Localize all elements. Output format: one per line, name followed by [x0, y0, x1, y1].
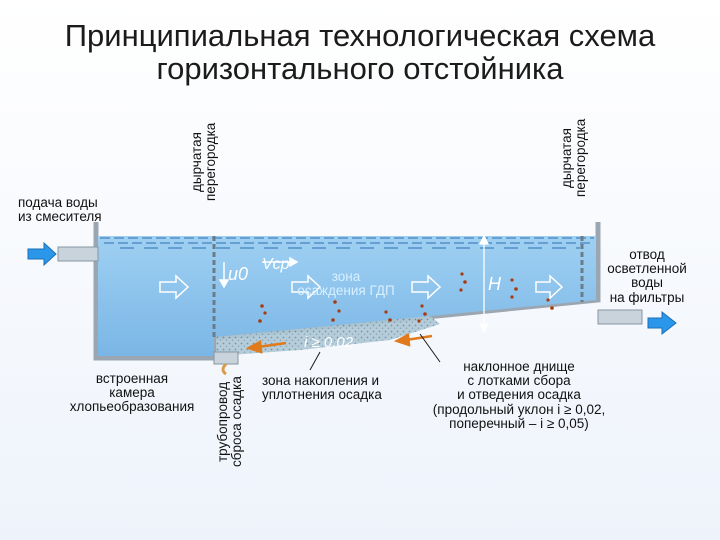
- sludge-drain-pipe-label: трубопровод сброса осадка: [215, 376, 245, 468]
- perforated-partition-left-label: дырчатая перегородка: [189, 122, 219, 202]
- outlet-pipe: [597, 309, 643, 325]
- outlet-label: отвод осветленной воды на фильтры: [607, 247, 687, 305]
- inlet-arrow: [27, 241, 57, 267]
- depth-dimension: [478, 234, 490, 334]
- tank-water: [98, 236, 596, 356]
- sludge-drain-pipe: [213, 351, 239, 365]
- mean-velocity-label: Vср: [262, 256, 290, 273]
- inlet-label: подача воды из смесителя: [18, 195, 102, 225]
- perforated-partition-right-label: дырчатая перегородка: [559, 118, 589, 198]
- sludge-flow-arrows: [245, 333, 433, 354]
- settling-particles: [258, 272, 554, 323]
- flow-arrows: [159, 274, 564, 300]
- settling-zone-label: зона осаждения ГДП: [297, 269, 395, 299]
- inlet-pipe: [57, 246, 99, 262]
- outlet-arrow: [647, 310, 677, 336]
- slope-label: i ≥ 0,02: [304, 334, 354, 351]
- page-title-line-1: Принципиальная технологическая схема: [64, 18, 656, 53]
- sludge-zone-label: зона накопления и уплотнения осадка: [262, 373, 382, 403]
- depth-label: H: [488, 274, 501, 294]
- inclined-bottom-label: наклонное днище с лотками сбора и отведе…: [432, 359, 606, 431]
- settling-velocity-label: u0: [228, 264, 249, 284]
- flocculation-chamber-label: встроенная камера хлопьеобразования: [69, 371, 195, 415]
- velocity-arrows: [218, 256, 299, 289]
- water-surface: [100, 237, 594, 249]
- page-title-line-2: горизонтального отстойника: [156, 51, 564, 86]
